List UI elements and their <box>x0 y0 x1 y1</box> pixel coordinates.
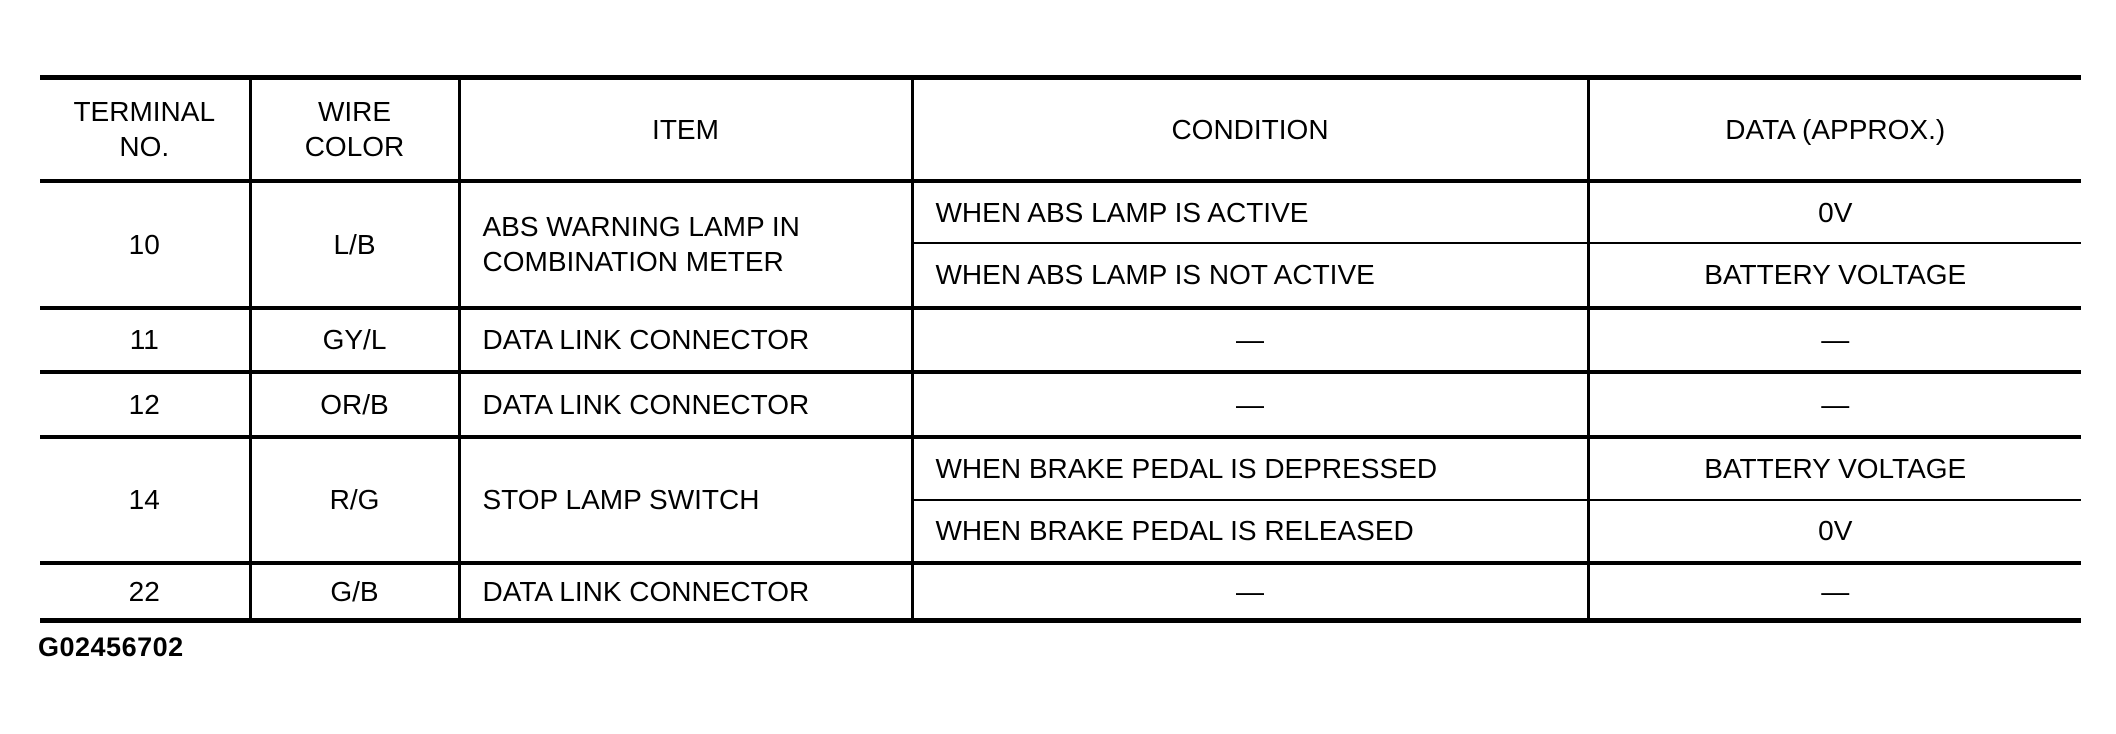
cell-data-14-2: 0V <box>1586 499 2081 565</box>
column-header-data-approx: DATA (APPROX.) <box>1586 75 2081 183</box>
column-header-terminal-no: TERMINAL NO. <box>40 75 252 183</box>
cell-terminal-10: 10 <box>40 180 252 310</box>
column-header-condition: CONDITION <box>910 75 1590 183</box>
table-row: 11 GY/L DATA LINK CONNECTOR — — <box>40 307 2081 374</box>
cell-item-14: STOP LAMP SWITCH <box>457 436 914 565</box>
table-row: 10 L/B ABS WARNING LAMP IN COMBINATION M… <box>40 180 2081 310</box>
column-header-item: ITEM <box>457 75 914 183</box>
cell-item-10: ABS WARNING LAMP IN COMBINATION METER <box>457 180 914 310</box>
table-row: WHEN BRAKE PEDAL IS RELEASED 0V <box>40 499 2081 565</box>
cell-wire-color-10: L/B <box>248 180 461 310</box>
cell-terminal-12: 12 <box>40 371 252 439</box>
table-row: 14 R/G STOP LAMP SWITCH WHEN BRAKE PEDAL… <box>40 436 2081 565</box>
cell-data-14-1: BATTERY VOLTAGE <box>1586 436 2081 501</box>
cell-item-22: DATA LINK CONNECTOR <box>457 562 914 623</box>
table-row: 22 G/B DATA LINK CONNECTOR — — <box>40 562 2081 623</box>
header-row: TERMINAL NO. WIRE COLOR ITEM CONDITION D… <box>40 75 2081 183</box>
cell-terminal-22: 22 <box>40 562 252 623</box>
cell-condition-14-1: WHEN BRAKE PEDAL IS DEPRESSED <box>910 436 1590 501</box>
cell-wire-color-11: GY/L <box>248 307 461 374</box>
cell-wire-color-22: G/B <box>248 562 461 623</box>
cell-condition-11: — <box>910 307 1590 374</box>
cell-item-12: DATA LINK CONNECTOR <box>457 371 914 439</box>
figure-id: G02456702 <box>38 632 184 662</box>
cell-terminal-11: 11 <box>40 307 252 374</box>
cell-condition-14-2: WHEN BRAKE PEDAL IS RELEASED <box>910 499 1590 565</box>
cell-data-22: — <box>1586 562 2081 623</box>
table-row: WHEN ABS LAMP IS NOT ACTIVE BATTERY VOLT… <box>40 242 2081 310</box>
terminal-data-table: TERMINAL NO. WIRE COLOR ITEM CONDITION D… <box>40 75 2081 623</box>
cell-terminal-14: 14 <box>40 436 252 565</box>
cell-condition-22: — <box>910 562 1590 623</box>
cell-condition-12: — <box>910 371 1590 439</box>
cell-wire-color-12: OR/B <box>248 371 461 439</box>
cell-data-10-2: BATTERY VOLTAGE <box>1586 242 2081 310</box>
cell-condition-10-1: WHEN ABS LAMP IS ACTIVE <box>910 180 1590 244</box>
cell-data-11: — <box>1586 307 2081 374</box>
cell-condition-10-2: WHEN ABS LAMP IS NOT ACTIVE <box>910 242 1590 310</box>
cell-wire-color-14: R/G <box>248 436 461 565</box>
cell-item-11: DATA LINK CONNECTOR <box>457 307 914 374</box>
cell-data-12: — <box>1586 371 2081 439</box>
cell-data-10-1: 0V <box>1586 180 2081 244</box>
table-row: 12 OR/B DATA LINK CONNECTOR — — <box>40 371 2081 439</box>
column-header-wire-color: WIRE COLOR <box>248 75 461 183</box>
